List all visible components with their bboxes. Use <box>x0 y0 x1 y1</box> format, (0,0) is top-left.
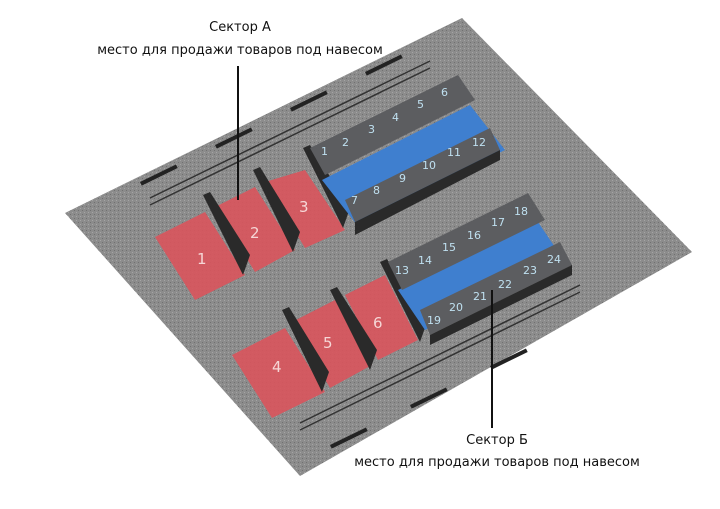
stall-number: 6 <box>441 86 448 99</box>
sector-b-title: Сектор Б <box>466 433 528 448</box>
canopy-a-roof-back <box>310 75 475 175</box>
sector-a-subtitle: место для продажи товаров под навесом <box>97 43 383 58</box>
pad-6 <box>345 275 418 360</box>
pad-2 <box>215 187 295 272</box>
pad-label: 2 <box>250 224 260 242</box>
stall-number: 1 <box>321 145 328 158</box>
sector-b-subtitle: место для продажи товаров под навесом <box>354 455 640 470</box>
pad-4 <box>232 328 325 418</box>
canopy-b-roof-back <box>388 193 545 290</box>
pad-label: 5 <box>323 334 333 352</box>
stall-number: 2 <box>342 136 349 149</box>
pad-label: 1 <box>197 250 207 268</box>
stall-number: 18 <box>514 205 528 218</box>
pad-1 <box>155 212 245 300</box>
stall-number: 20 <box>449 301 463 314</box>
ground-area <box>65 18 692 476</box>
stall-number: 24 <box>547 253 561 266</box>
perimeter-fence <box>149 60 581 431</box>
pad-3 <box>265 170 345 248</box>
stall-number: 19 <box>427 314 441 327</box>
stall-number: 3 <box>368 123 375 136</box>
stall-number: 17 <box>491 216 505 229</box>
stall-number: 23 <box>523 264 537 277</box>
stall-number: 16 <box>467 229 481 242</box>
canopy-b-fence <box>430 265 572 345</box>
canopy-b-roof-front <box>420 242 572 335</box>
pad-5 <box>292 300 372 388</box>
pad-label: 3 <box>299 198 309 216</box>
pad-label: 6 <box>373 314 383 332</box>
stall-number: 8 <box>373 184 380 197</box>
pad-labels: 1 2 3 4 5 6 <box>197 198 383 376</box>
stall-number: 14 <box>418 254 432 267</box>
stall-number: 10 <box>422 159 436 172</box>
stall-number: 11 <box>447 146 461 159</box>
stall-numbers: 1 2 3 4 5 6 7 8 9 10 11 12 13 14 15 16 1… <box>321 86 561 327</box>
canopy-a-fence <box>355 150 500 235</box>
divider-walls <box>203 145 427 392</box>
stall-number: 21 <box>473 290 487 303</box>
canopy-a-roof-front <box>345 128 500 222</box>
pad-label: 4 <box>272 358 282 376</box>
stall-number: 12 <box>472 136 486 149</box>
benches <box>140 54 528 449</box>
stall-number: 13 <box>395 264 409 277</box>
stall-number: 22 <box>498 278 512 291</box>
stall-number: 9 <box>399 172 406 185</box>
open-pads <box>155 170 418 418</box>
stall-number: 7 <box>351 194 358 207</box>
stall-number: 5 <box>417 98 424 111</box>
stall-number: 15 <box>442 241 456 254</box>
stall-number: 4 <box>392 111 399 124</box>
sector-a-title: Сектор А <box>209 20 271 35</box>
